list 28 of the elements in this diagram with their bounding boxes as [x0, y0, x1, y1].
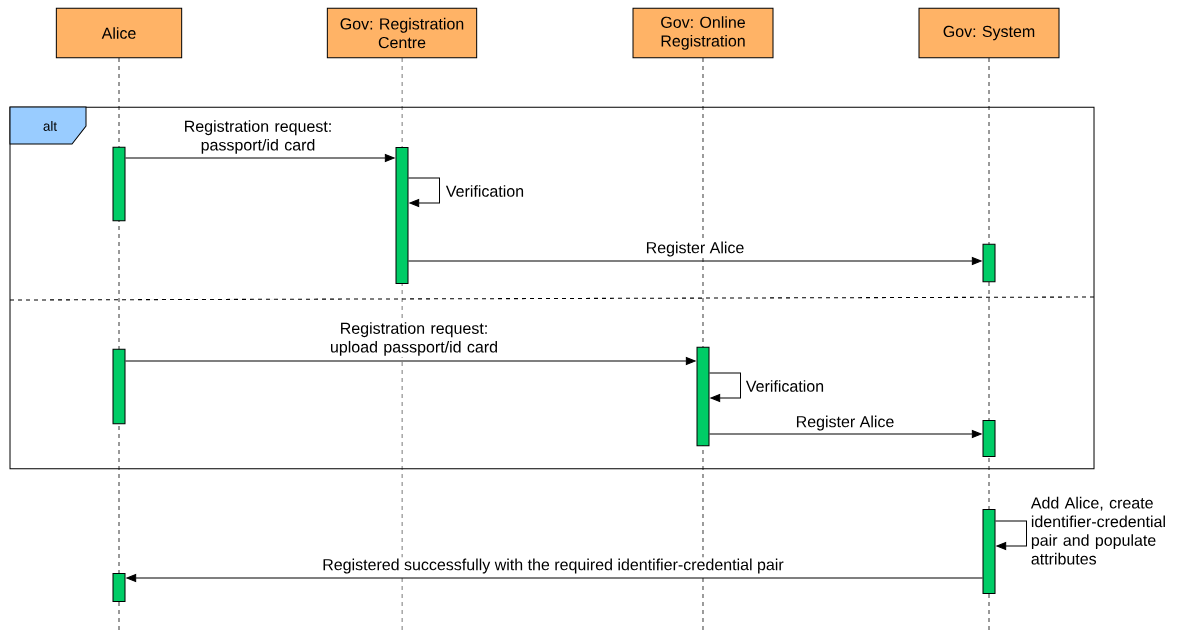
- participant-box: Gov: Online Registration: [632, 7, 774, 59]
- edge-label: Registration request: passport/id card: [170, 118, 346, 156]
- activation-bar: [982, 420, 996, 457]
- message-arrow: [408, 257, 982, 265]
- edge-label: Add Alice, create identifier-credential pair and populate attributes: [1029, 495, 1187, 566]
- edge-label: Register Alice: [794, 414, 896, 432]
- activation-bar: [395, 147, 409, 284]
- participant-box: Gov: Registration Centre: [326, 7, 478, 59]
- activation-bar: [112, 348, 126, 425]
- edge-label: Verification: [744, 378, 826, 394]
- activation-bar: [112, 573, 126, 602]
- activation-bar: [112, 146, 126, 222]
- message-arrow: [995, 520, 1027, 550]
- participant-box: Alice: [55, 7, 183, 59]
- message-arrow: [709, 430, 982, 438]
- edge-label: Registration request: upload passport/id card: [318, 320, 510, 358]
- activation-bar: [982, 243, 996, 283]
- activation-bar: [696, 346, 710, 447]
- edge-label: Registered successfully with the required identifier-credential pair: [320, 557, 786, 575]
- message-arrow: [408, 177, 440, 207]
- edge-label: Verification: [444, 183, 526, 199]
- message-arrow: [125, 154, 395, 162]
- message-arrow: [125, 357, 696, 365]
- edge-label: Register Alice: [644, 240, 746, 258]
- message-arrow: [709, 372, 741, 402]
- participant-box: Gov: System: [918, 7, 1060, 59]
- message-arrow: [126, 574, 983, 582]
- activation-bar: [982, 509, 996, 594]
